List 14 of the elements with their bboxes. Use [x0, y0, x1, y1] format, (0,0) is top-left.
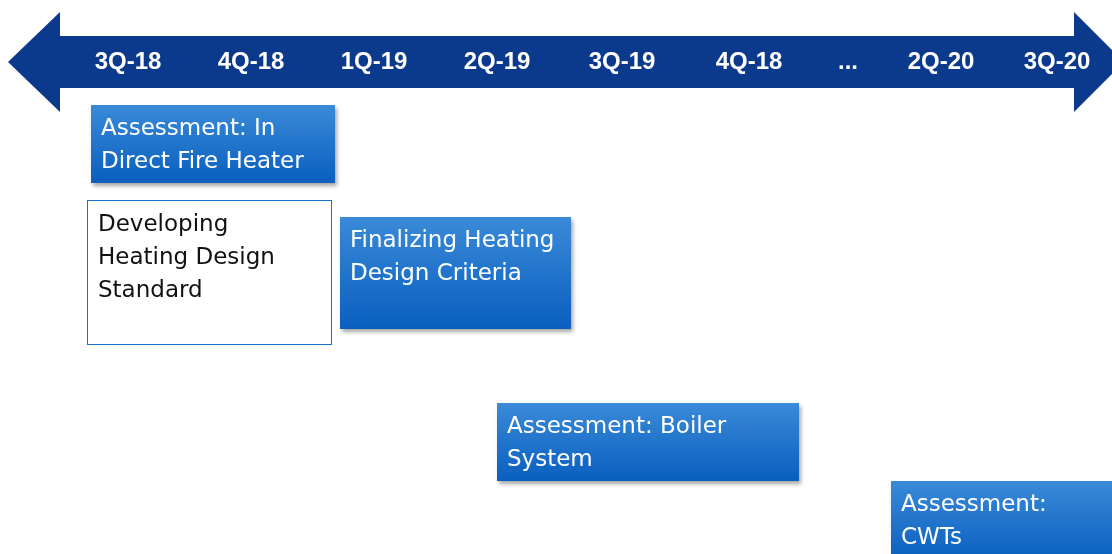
- quarter-label: 4Q-18: [715, 47, 783, 75]
- quarter-label: ...: [838, 47, 858, 75]
- quarter-label: 2Q-20: [907, 47, 975, 75]
- task-box: Developing Heating Design Standard: [87, 200, 332, 345]
- quarter-label: 3Q-20: [1023, 47, 1091, 75]
- quarter-label: 2Q-19: [463, 47, 531, 75]
- quarter-label: 3Q-18: [94, 47, 162, 75]
- task-box: Assessment: Boiler System: [497, 403, 799, 481]
- task-box: Finalizing Heating Design Criteria: [340, 217, 571, 329]
- task-box: Assessment: CWTs: [891, 481, 1112, 554]
- quarter-label: 1Q-19: [340, 47, 408, 75]
- quarter-label: 4Q-18: [217, 47, 285, 75]
- quarter-label: 3Q-19: [588, 47, 656, 75]
- task-box: Assessment: In Direct Fire Heater: [91, 105, 335, 183]
